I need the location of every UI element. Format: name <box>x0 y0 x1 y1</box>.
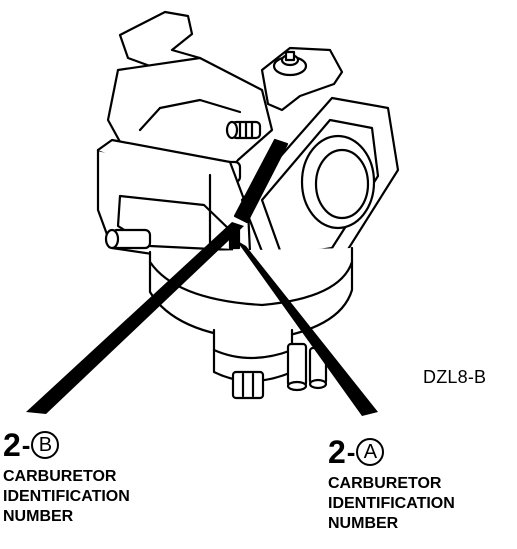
callout-a-description: CARBURETOR IDENTIFICATION NUMBER <box>328 474 517 534</box>
callout-a-line-2: IDENTIFICATION <box>328 495 455 512</box>
callout-b-number: 2 <box>3 427 21 463</box>
idle-screw <box>225 120 262 140</box>
callout-b-description: CARBURETOR IDENTIFICATION NUMBER <box>3 467 203 527</box>
figure-code: DZL8-B <box>423 367 487 387</box>
callout-a-separator: - <box>346 437 356 467</box>
leader-line-a <box>236 240 378 416</box>
callout-b-line-3: NUMBER <box>3 508 74 525</box>
callout-b: 2 - B CARBURETOR IDENTIFICATION NUMBER <box>3 425 203 527</box>
callout-a-line-1: CARBURETOR <box>328 475 442 492</box>
callout-b-line-2: IDENTIFICATION <box>3 488 130 505</box>
callout-b-line-1: CARBURETOR <box>3 468 117 485</box>
choke-bracket <box>260 46 344 112</box>
callout-a-letter: A <box>356 438 385 466</box>
callout-b-letter: B <box>31 431 60 459</box>
id-mark-b <box>233 138 289 224</box>
drain-fitting <box>231 342 328 400</box>
callout-b-separator: - <box>21 430 31 460</box>
callout-a-number: 2 <box>328 434 346 470</box>
callout-a-label: 2 - A <box>328 432 517 472</box>
callout-a: 2 - A CARBURETOR IDENTIFICATION NUMBER <box>328 432 517 534</box>
fuel-inlet <box>104 228 152 250</box>
callout-b-label: 2 - B <box>3 425 203 465</box>
callout-a-line-3: NUMBER <box>328 515 399 532</box>
mounting-flange <box>240 96 400 274</box>
leader-line-b <box>26 222 244 414</box>
